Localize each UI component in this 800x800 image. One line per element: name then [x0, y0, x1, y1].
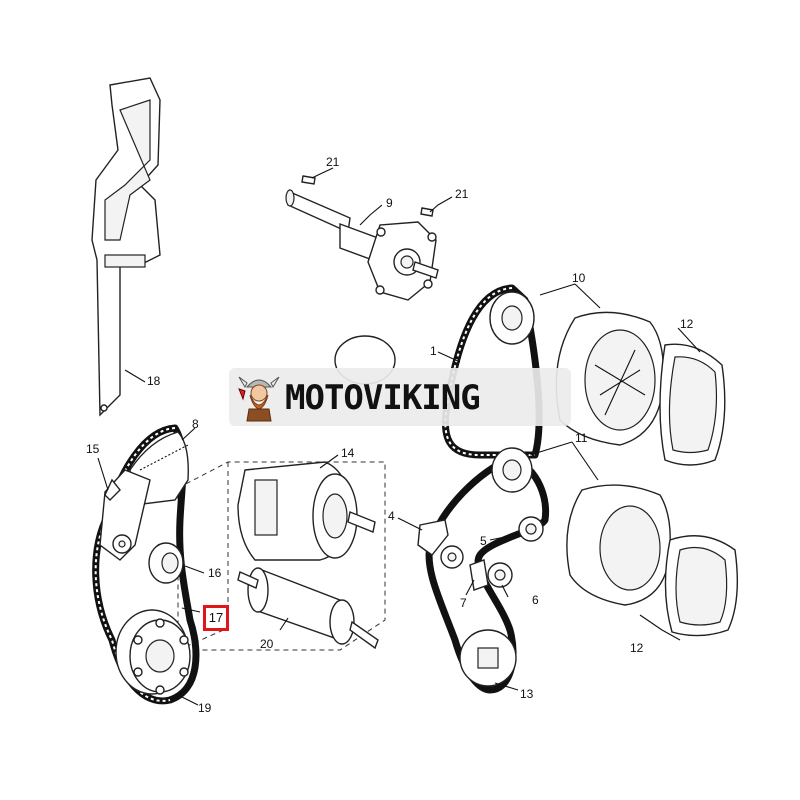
callout-8: 8 — [192, 417, 199, 431]
part-19-main-pulley — [115, 609, 191, 695]
part-11-pulley-fan-lower — [491, 447, 671, 606]
part-20-roller — [237, 567, 379, 650]
part-14-motor — [237, 461, 376, 561]
callout-18: 18 — [147, 374, 161, 388]
callout-13: 13 — [520, 687, 534, 701]
callout-21-right: 21 — [455, 187, 469, 201]
part-4-bracket — [417, 519, 449, 556]
callout-7: 7 — [460, 596, 467, 610]
callout-12-upper: 12 — [680, 317, 694, 331]
callout-12-lower: 12 — [630, 641, 644, 655]
part-6-idler — [487, 562, 513, 588]
part-15-arm — [99, 469, 151, 561]
part-16-idler-pulley — [148, 542, 184, 584]
callout-10: 10 — [572, 271, 586, 285]
part-7-idler — [440, 545, 489, 591]
part-12-gasket-upper — [659, 343, 726, 466]
callout-1: 1 — [430, 344, 437, 358]
callout-11: 11 — [575, 431, 588, 445]
callout-9: 9 — [386, 196, 393, 210]
motoviking-watermark: MOTOVIKING — [229, 368, 571, 426]
part-5-idler — [518, 516, 544, 542]
part-13-drive-pulley — [459, 629, 517, 687]
part-12-gasket-lower — [664, 535, 739, 637]
watermark-text: MOTOVIKING — [285, 378, 481, 418]
callout-6: 6 — [532, 593, 539, 607]
viking-mascot-icon — [238, 376, 280, 422]
part-1-upper-belt — [441, 284, 543, 459]
part-18-bracket — [91, 77, 161, 417]
callout-20: 20 — [260, 637, 274, 651]
callout-16: 16 — [208, 566, 222, 580]
callout-19: 19 — [198, 701, 212, 715]
callout-21-top: 21 — [326, 155, 340, 169]
callout-15: 15 — [86, 442, 100, 456]
callout-14: 14 — [341, 446, 355, 460]
callout-17-highlighted: 17 — [203, 605, 229, 631]
part-9-shaft — [285, 189, 439, 301]
callout-4: 4 — [388, 509, 395, 523]
part-10-pulley-fan — [489, 291, 665, 446]
part-21-bolts — [301, 175, 434, 217]
leader-lines — [97, 167, 701, 706]
callout-5: 5 — [480, 534, 487, 548]
